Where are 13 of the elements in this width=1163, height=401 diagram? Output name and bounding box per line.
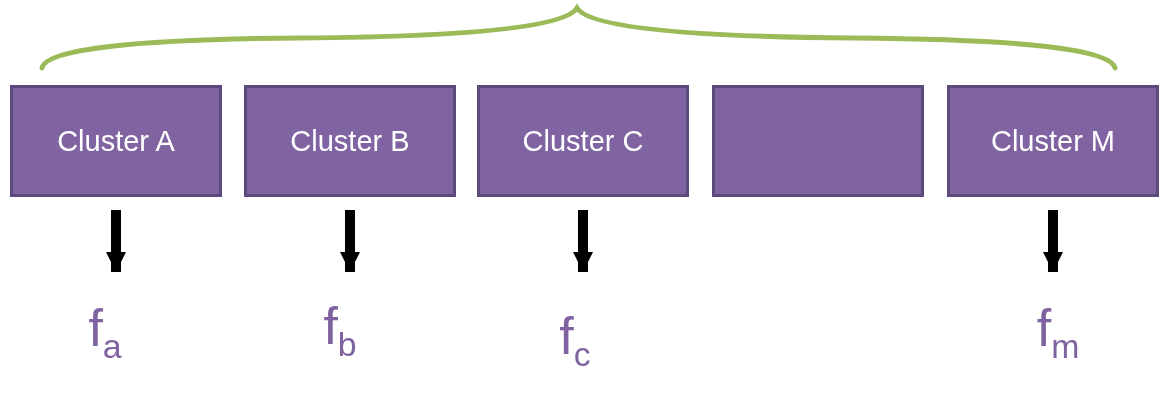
arrow: [573, 210, 593, 272]
cluster-box: Cluster M: [947, 85, 1159, 197]
cluster-box: Cluster C: [477, 85, 689, 197]
arrow: [340, 210, 360, 272]
function-label: f$_{c}$: [559, 308, 591, 366]
function-label: f$_{b}$: [323, 298, 357, 356]
cluster-box: Cluster A: [10, 85, 222, 197]
arrow: [106, 210, 126, 272]
cluster-box: [712, 85, 924, 197]
arrow: [1043, 210, 1063, 272]
function-label: f$_{m}$: [1036, 300, 1080, 358]
cluster-box: Cluster B: [244, 85, 456, 197]
function-label: f$_{a}$: [88, 300, 122, 358]
